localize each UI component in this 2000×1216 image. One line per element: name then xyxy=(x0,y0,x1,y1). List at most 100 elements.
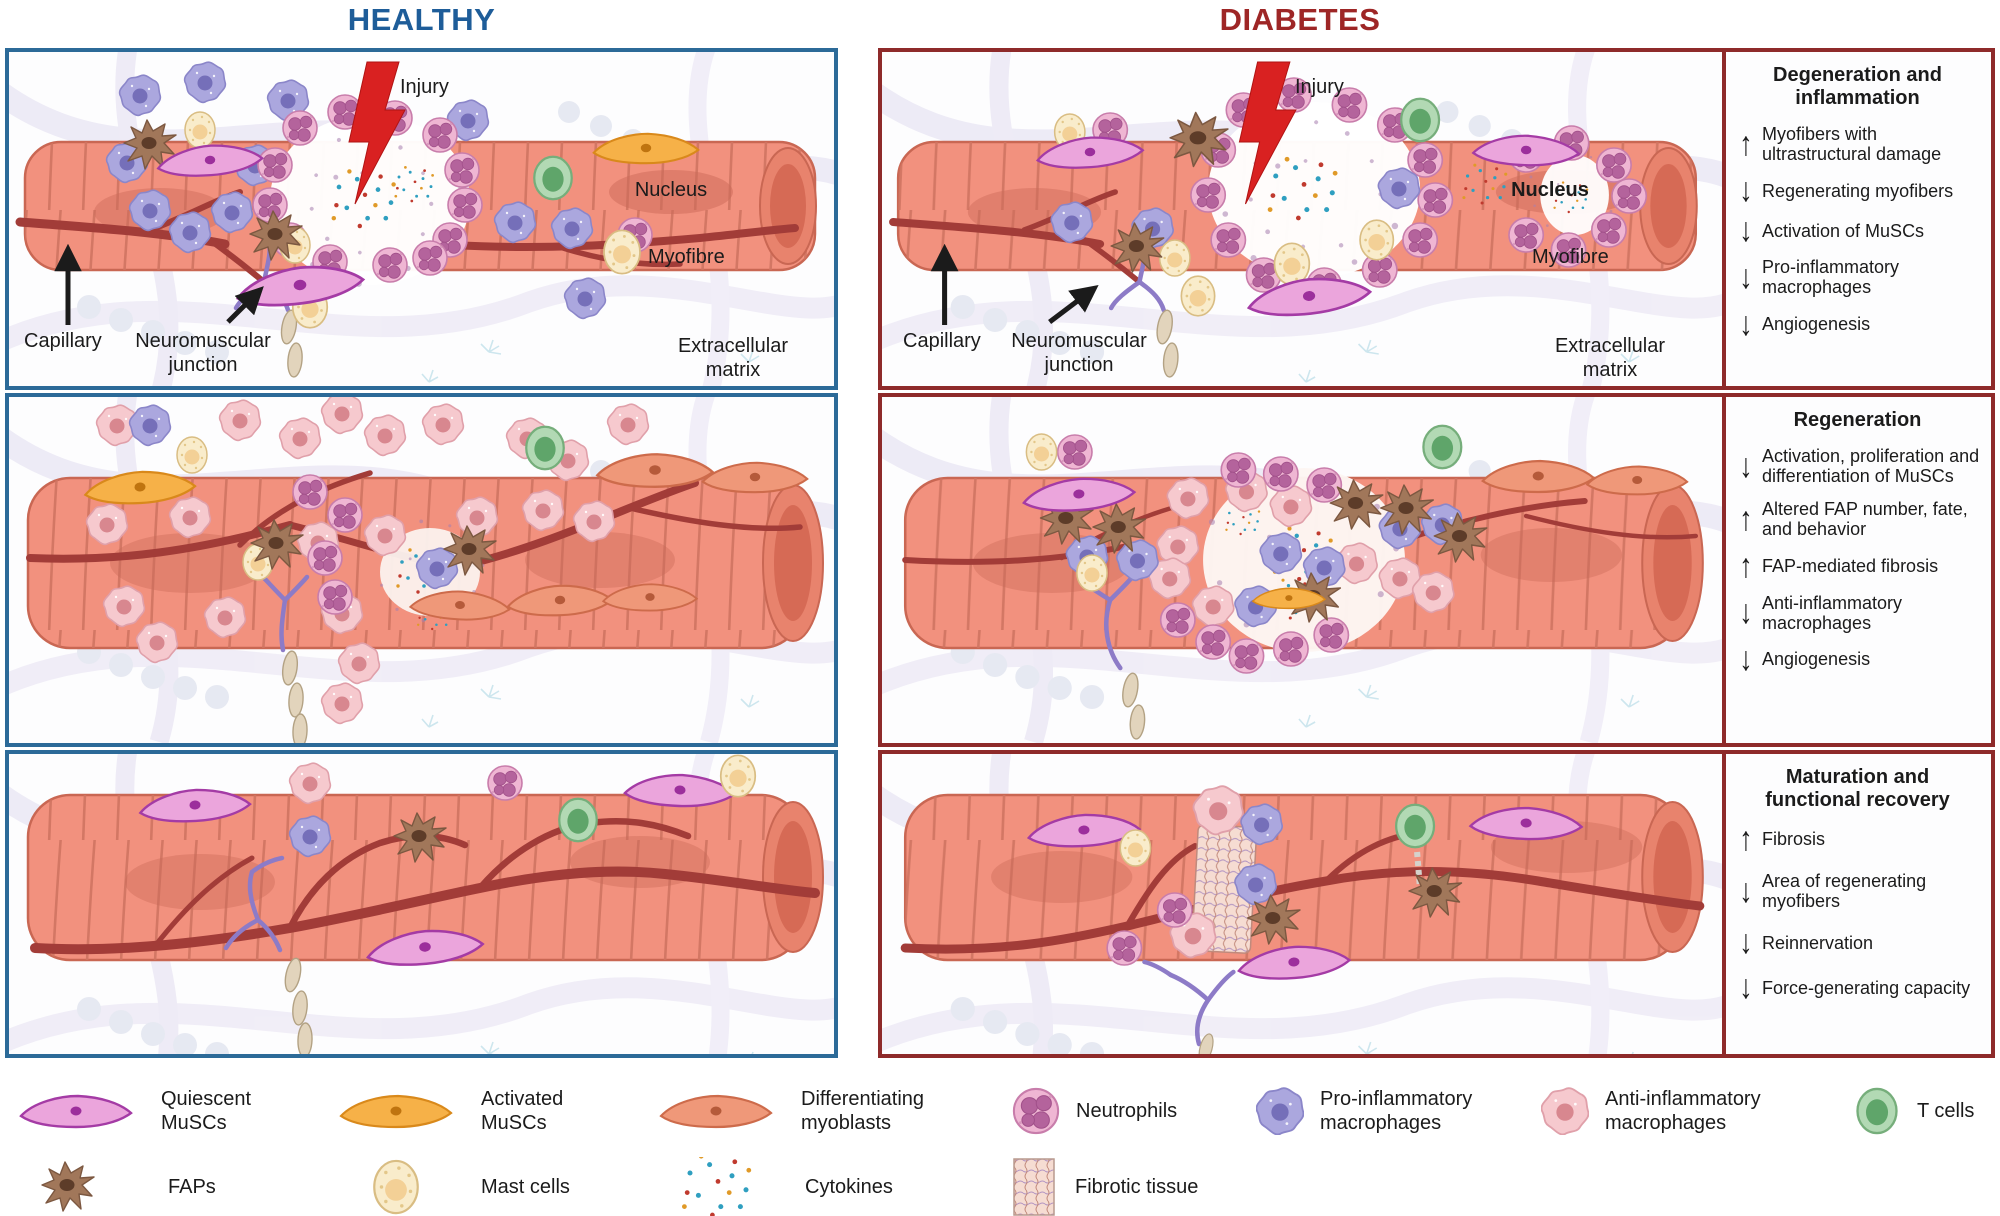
t-cell-icon xyxy=(1422,424,1463,470)
mast-cell-icon xyxy=(719,754,757,798)
up-arrow-icon: ↑ xyxy=(1739,820,1753,858)
down-arrow-icon: ↓ xyxy=(1739,640,1753,678)
diabetes-maturation-panel: Maturation and functional recovery ↑Fibr… xyxy=(878,750,1995,1058)
maturation-summary-panel: Maturation and functional recovery ↑Fibr… xyxy=(1722,754,1991,1054)
panel-title: Maturation and functional recovery xyxy=(1765,766,1950,811)
up-arrow-icon: ↑ xyxy=(1739,546,1753,585)
diabetes-regeneration-illustration xyxy=(882,397,1722,743)
down-arrow-icon: ↓ xyxy=(1739,923,1753,961)
legend-item-quiescent-musc: Quiescent MuSCs xyxy=(15,1076,271,1146)
healthy-column-title: HEALTHY xyxy=(347,2,496,37)
legend-item-differentiating-myoblasts: Differentiating myoblasts xyxy=(655,1076,951,1146)
t-cell-icon xyxy=(1856,1087,1898,1135)
neutrophil-icon xyxy=(1156,892,1193,928)
injury-label: Injury xyxy=(1295,76,1344,98)
panel-title: Regeneration xyxy=(1793,409,1922,431)
nucleus-label: Nucleus xyxy=(634,179,708,201)
summary-item: ↓Regenerating myofibers xyxy=(1730,173,1985,207)
summary-item: ↑FAP-mediated fibrosis xyxy=(1730,549,1985,583)
summary-item: ↓Angiogenesis xyxy=(1730,307,1985,341)
summary-item: ↓Force-generating capacity xyxy=(1730,970,1985,1004)
quiescent-musc-icon xyxy=(19,1094,133,1129)
t-cell-icon xyxy=(558,797,598,843)
capillary-label: Capillary xyxy=(24,330,102,352)
injury-site xyxy=(270,109,470,287)
capillary-label: Capillary xyxy=(903,330,981,352)
myofibre xyxy=(26,793,824,962)
legend-item-activated-musc: Activated MuSCs xyxy=(335,1076,591,1146)
cytokines-icon xyxy=(682,1157,752,1216)
mast-cell-icon xyxy=(1025,433,1058,471)
legend-item-anti-inflammatory-macrophages: Anti-inflammatory macrophages xyxy=(1541,1076,1790,1146)
neutrophil-icon xyxy=(487,765,523,801)
annotation-arrows xyxy=(930,243,1099,325)
legend-item-pro-inflammatory-macrophages: Pro-inflammatory macrophages xyxy=(1256,1076,1505,1146)
healthy-regeneration-panel xyxy=(5,393,838,747)
detached-nerve xyxy=(1142,959,1236,1054)
activated-musc-icon xyxy=(592,132,700,165)
activated-musc-icon xyxy=(339,1094,453,1129)
down-arrow-icon: ↓ xyxy=(1739,258,1753,296)
capillary xyxy=(30,818,820,955)
healthy-degeneration-panel: Injury Capillary Neuromuscular junction … xyxy=(5,48,838,390)
myofibre xyxy=(903,793,1704,962)
mast-cell-icon xyxy=(1119,829,1152,867)
mast-cell-icon xyxy=(176,436,208,474)
legend-item-neutrophils: Neutrophils xyxy=(1012,1076,1206,1146)
t-cell-icon xyxy=(1400,97,1441,143)
diabetes-degeneration-panel: Injury Capillary Neuromuscular junction … xyxy=(878,48,1995,390)
legend-item-cytokines: Cytokines xyxy=(680,1152,925,1216)
down-arrow-icon: ↓ xyxy=(1739,593,1753,631)
down-arrow-icon: ↓ xyxy=(1739,171,1753,209)
differentiating-myoblast-icon xyxy=(659,1094,773,1129)
legend-item-fibrotic-tissue: Fibrotic tissue xyxy=(1012,1152,1235,1216)
myofibre-label: Myofibre xyxy=(648,246,725,268)
pro-inflammatory-macrophage-icon xyxy=(128,404,172,447)
t-cell-icon xyxy=(533,155,573,201)
extracellular-matrix-label: Extracellular matrix xyxy=(1554,335,1666,381)
summary-item: ↓Pro-inflammatory macrophages xyxy=(1730,257,1985,297)
regeneration-summary-panel: Regeneration ↓Activation, proliferation … xyxy=(1722,397,1991,743)
t-cell-icon xyxy=(1395,803,1436,849)
summary-item: ↑Altered FAP number, fate, and behavior xyxy=(1730,499,1985,539)
fibrotic-tissue-icon xyxy=(1013,1158,1055,1216)
diabetes-maturation-illustration xyxy=(882,754,1722,1054)
summary-item: ↓Area of regenerating myofibers xyxy=(1730,871,1985,911)
summary-item: ↓Anti-inflammatory macrophages xyxy=(1730,593,1985,633)
panel-title: Degeneration and inflammation xyxy=(1773,64,1942,109)
summary-item: ↓Angiogenesis xyxy=(1730,642,1985,676)
neuromuscular-junction-label: Neuromuscular junction xyxy=(1011,330,1147,376)
neutrophil-icon xyxy=(1106,930,1143,966)
anti-inflammatory-macrophage-icon xyxy=(1541,1087,1589,1135)
down-arrow-icon: ↓ xyxy=(1739,871,1753,910)
mast-cell-icon xyxy=(373,1159,419,1215)
summary-item: ↑Fibrosis xyxy=(1730,822,1985,856)
up-arrow-icon: ↑ xyxy=(1739,500,1753,538)
legend-item-t-cells: T cells xyxy=(1853,1076,2000,1146)
healthy-maturation-panel xyxy=(5,750,838,1058)
myonucleus xyxy=(609,170,733,214)
legend-item-mast-cells: Mast cells xyxy=(370,1152,601,1216)
summary-item: ↓Reinnervation xyxy=(1730,925,1985,959)
down-arrow-icon: ↓ xyxy=(1739,211,1753,249)
healthy-degeneration-illustration xyxy=(9,52,834,386)
t-cell-icon xyxy=(525,425,565,471)
myofibre-label: Myofibre xyxy=(1532,246,1609,268)
neuromuscular-junction-label: Neuromuscular junction xyxy=(135,330,271,376)
extracellular-matrix-label: Extracellular matrix xyxy=(677,335,789,381)
diabetes-regeneration-panel: Regeneration ↓Activation, proliferation … xyxy=(878,393,1995,747)
up-arrow-icon: ↑ xyxy=(1739,124,1753,163)
neutrophil-icon xyxy=(1012,1087,1060,1135)
healthy-maturation-illustration xyxy=(9,754,834,1054)
neuromuscular-junction xyxy=(223,855,314,1054)
diabetes-column-title: DIABETES xyxy=(1219,2,1381,37)
pro-inflammatory-macrophage-icon xyxy=(1256,1087,1304,1135)
healthy-regeneration-illustration xyxy=(9,397,834,743)
down-arrow-icon: ↓ xyxy=(1739,446,1753,485)
fap-icon xyxy=(41,1161,95,1212)
degeneration-summary-panel: Degeneration and inflammation ↑Myofibers… xyxy=(1722,52,1991,386)
legend-item-faps: FAPs xyxy=(40,1152,258,1216)
nucleus-label: Nucleus xyxy=(1511,179,1589,201)
mast-cell-icon xyxy=(1076,554,1108,592)
